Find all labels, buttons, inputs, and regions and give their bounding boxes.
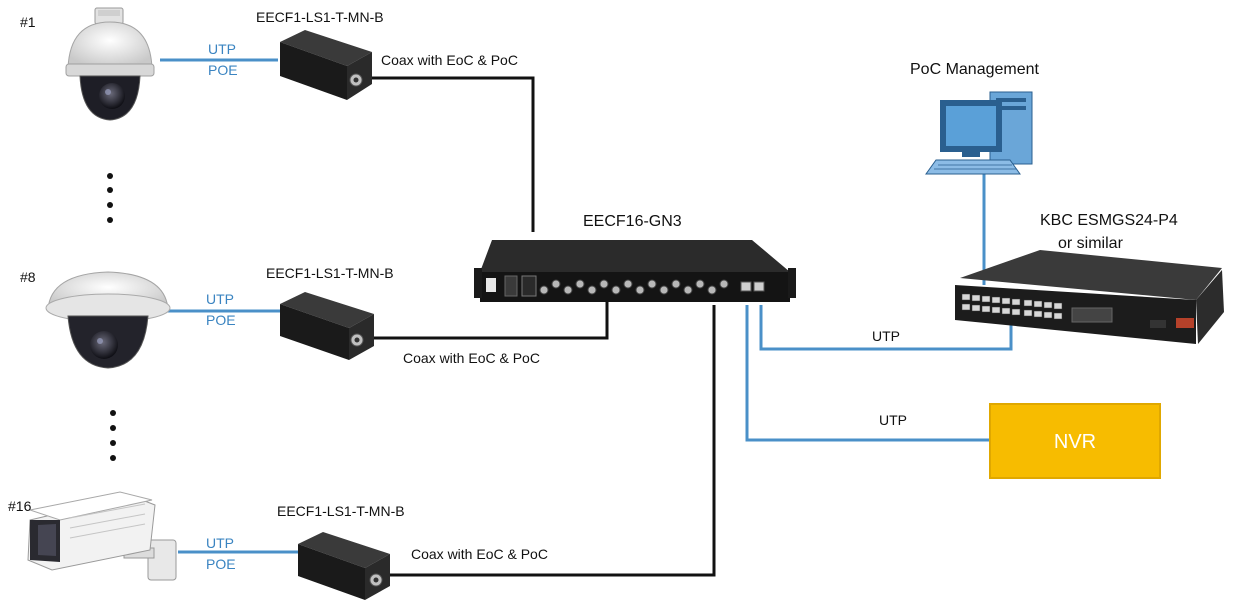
switch-utp-label: UTP xyxy=(872,328,900,344)
nvr-label: NVR xyxy=(1054,431,1096,453)
poe-label-camera-1: POE xyxy=(208,62,238,78)
camera-8-fixed-dome xyxy=(45,271,171,369)
camera-16-number: #16 xyxy=(8,498,32,514)
eoc-converter-1 xyxy=(280,30,372,100)
camera-8-number: #8 xyxy=(20,269,36,285)
kbc-switch xyxy=(955,250,1224,344)
hub-bnc-ports xyxy=(539,279,729,295)
utp-label-camera-8: UTP xyxy=(206,291,234,307)
coax-label-16: Coax with EoC & PoC xyxy=(411,546,548,562)
poe-label-camera-16: POE xyxy=(206,556,236,572)
converter-1-label: EECF1-LS1-T-MN-B xyxy=(256,9,384,25)
utp-cable-switch xyxy=(759,305,1013,351)
poe-label-camera-8: POE xyxy=(206,312,236,328)
hub-label: EECF16-GN3 xyxy=(583,213,682,230)
eoc-converter-16 xyxy=(298,532,390,600)
coax-cable-8 xyxy=(372,300,609,340)
nvr-box: NVR xyxy=(989,403,1161,479)
coax-label-1: Coax with EoC & PoC xyxy=(381,52,518,68)
eoc-converter-8 xyxy=(280,292,374,360)
camera-1-ptz-dome xyxy=(65,7,155,121)
camera-16-box xyxy=(27,491,177,581)
switch-label-line1: KBC ESMGS24-P4 xyxy=(1040,212,1178,229)
cables xyxy=(160,58,1013,577)
utp-label-camera-16: UTP xyxy=(206,535,234,551)
switch-label-line2: or similar xyxy=(1058,235,1124,252)
management-pc xyxy=(925,91,1033,175)
converter-8-label: EECF1-LS1-T-MN-B xyxy=(266,265,394,281)
ellipsis-dots-lower xyxy=(110,410,116,461)
utp-label-camera-1: UTP xyxy=(208,41,236,57)
converter-16-label: EECF1-LS1-T-MN-B xyxy=(277,503,405,519)
nvr-utp-label: UTP xyxy=(879,412,907,428)
camera-1-number: #1 xyxy=(20,14,36,30)
coax-label-8: Coax with EoC & PoC xyxy=(403,350,540,366)
coax-cable-1 xyxy=(370,76,535,232)
eecf16-hub xyxy=(474,240,796,302)
management-label: PoC Management xyxy=(910,61,1040,78)
coax-cable-16 xyxy=(388,305,716,577)
ellipsis-dots-upper xyxy=(107,173,113,223)
switch-ports xyxy=(961,293,1063,320)
utp-cable-nvr xyxy=(745,305,990,442)
